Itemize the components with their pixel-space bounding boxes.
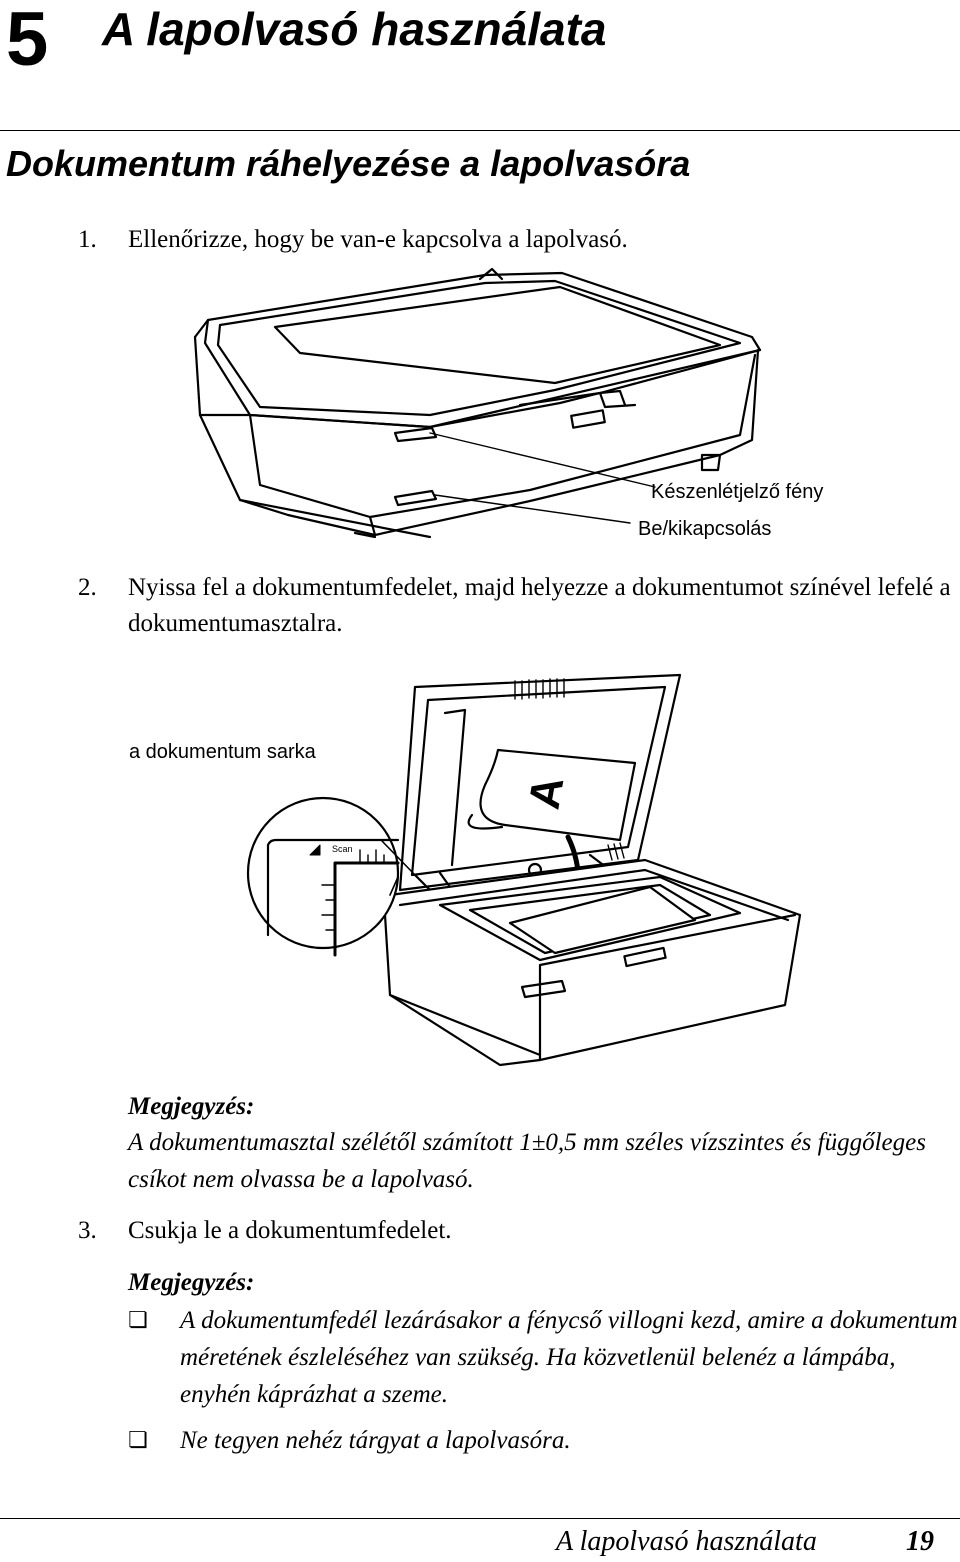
scan-mark-label: Scan [332,844,353,854]
step-text: Nyissa fel a dokumentumfedelet, majd hel… [128,574,951,637]
footer-title: A lapolvasó használata [556,1526,817,1557]
step-1: 1. Ellenőrizze, hogy be van-e kapcsolva … [78,222,958,258]
step-number: 1. [78,226,97,253]
document-corner-label: a dokumentum sarka [129,741,316,763]
ready-light-label: Készenlétjelző fény [651,481,824,503]
power-button-label: Be/kikapcsolás [638,518,772,540]
checkbox-bullet-icon: ❏ [128,1308,148,1333]
step-text: Ellenőrizze, hogy be van-e kapcsolva a l… [128,226,628,253]
scanner-closed-illustration [180,265,880,555]
step-text: Csukja le a dokumentumfedelet. [128,1217,452,1244]
chapter-title: A lapolvasó használata [102,3,607,55]
header-divider [0,130,960,131]
list-item: ❏ Ne tegyen nehéz tárgyat a lapolvasóra. [128,1422,958,1462]
step-number: 3. [78,1217,97,1244]
step-number: 2. [78,574,97,601]
list-item: ❏ A dokumentumfedél lezárásakor a fénycs… [128,1302,958,1422]
step-3: 3. Csukja le a dokumentumfedelet. [78,1213,958,1249]
step-2: 2. Nyissa fel a dokumentumfedelet, majd … [78,570,958,642]
list-item-text: A dokumentumfedél lezárásakor a fénycső … [180,1307,958,1408]
note-text: A dokumentumasztal szélétől számított 1±… [128,1129,926,1193]
note-heading: Megjegyzés: [128,1093,255,1120]
scanner-open-illustration: A Scan [240,665,810,1080]
chapter-number: 5 [6,0,49,82]
footer-divider [0,1518,960,1519]
section-title: Dokumentum ráhelyezése a lapolvasóra [6,143,691,184]
note-heading: Megjegyzés: [128,1269,255,1296]
checkbox-bullet-icon: ❏ [128,1428,148,1453]
list-item-text: Ne tegyen nehéz tárgyat a lapolvasóra. [180,1427,571,1454]
page-number: 19 [906,1526,934,1557]
